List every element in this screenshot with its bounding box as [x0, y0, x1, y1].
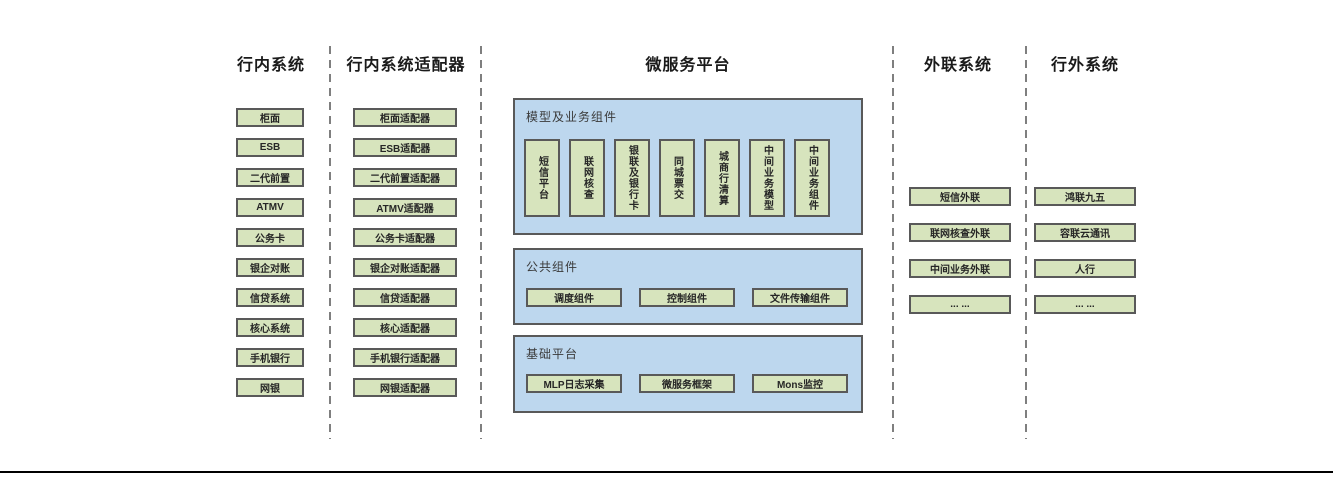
outreach-systems-column: 短信外联 联网核查外联 中间业务外联 ... ...: [909, 187, 1011, 314]
component-box: Mons监控: [752, 374, 848, 393]
vertical-components-row: 短信平台 联网核查 银联及银行卡 同城票交 城商行清算 中间业务模型 中间业务组…: [524, 139, 830, 217]
adapter-box: 信贷适配器: [353, 288, 457, 307]
adapter-box: ATMV适配器: [353, 198, 457, 217]
component-box: 微服务框架: [639, 374, 735, 393]
component-box: 控制组件: [639, 288, 735, 307]
column-title-microservice-platform: 微服务平台: [645, 57, 731, 74]
component-box: 中间业务组件: [794, 139, 830, 217]
internal-systems-column: 柜面 ESB 二代前置 ATMV 公务卡 银企对账 信贷系统 核心系统 手机银行…: [236, 108, 304, 397]
bottom-rule: [0, 471, 1333, 473]
adapter-box: ESB适配器: [353, 138, 457, 157]
adapter-box: 柜面适配器: [353, 108, 457, 127]
column-title-internal-systems: 行内系统: [236, 57, 305, 74]
outreach-system-box: ... ...: [909, 295, 1011, 314]
internal-system-box: 柜面: [236, 108, 304, 127]
component-box: 城商行清算: [704, 139, 740, 217]
internal-system-box: 银企对账: [236, 258, 304, 277]
adapter-box: 手机银行适配器: [353, 348, 457, 367]
adapter-box: 核心适配器: [353, 318, 457, 337]
dashed-divider: [480, 46, 482, 439]
outreach-system-box: 短信外联: [909, 187, 1011, 206]
dashed-divider: [329, 46, 331, 439]
common-components-row: 调度组件 控制组件 文件传输组件: [526, 288, 848, 307]
component-box: MLP日志采集: [526, 374, 622, 393]
dashed-divider: [892, 46, 894, 439]
base-platform-container: 基础平台 MLP日志采集 微服务框架 Mons监控: [513, 335, 863, 413]
container-label: 基础平台: [526, 347, 579, 361]
dashed-divider: [1025, 46, 1027, 439]
external-system-box: 人行: [1034, 259, 1136, 278]
internal-system-box: 二代前置: [236, 168, 304, 187]
component-box: 中间业务模型: [749, 139, 785, 217]
component-box: 联网核查: [569, 139, 605, 217]
container-label: 模型及业务组件: [526, 110, 618, 124]
component-box: 短信平台: [524, 139, 560, 217]
column-title-external-systems: 行外系统: [1050, 57, 1119, 74]
outreach-system-box: 中间业务外联: [909, 259, 1011, 278]
internal-system-box: 核心系统: [236, 318, 304, 337]
internal-system-box: 手机银行: [236, 348, 304, 367]
component-box: 同城票交: [659, 139, 695, 217]
internal-system-box: 信贷系统: [236, 288, 304, 307]
outreach-system-box: 联网核查外联: [909, 223, 1011, 242]
base-platform-row: MLP日志采集 微服务框架 Mons监控: [526, 374, 848, 393]
external-system-box: ... ...: [1034, 295, 1136, 314]
internal-system-box: 网银: [236, 378, 304, 397]
adapter-box: 公务卡适配器: [353, 228, 457, 247]
external-system-box: 容联云通讯: [1034, 223, 1136, 242]
common-components-container: 公共组件 调度组件 控制组件 文件传输组件: [513, 248, 863, 325]
component-box: 调度组件: [526, 288, 622, 307]
adapter-box: 网银适配器: [353, 378, 457, 397]
adapter-box: 银企对账适配器: [353, 258, 457, 277]
internal-system-box: ATMV: [236, 198, 304, 217]
adapter-box: 二代前置适配器: [353, 168, 457, 187]
external-system-box: 鸿联九五: [1034, 187, 1136, 206]
internal-system-box: 公务卡: [236, 228, 304, 247]
component-box: 文件传输组件: [752, 288, 848, 307]
adapter-column: 柜面适配器 ESB适配器 二代前置适配器 ATMV适配器 公务卡适配器 银企对账…: [353, 108, 457, 397]
column-title-outreach-systems: 外联系统: [923, 57, 992, 74]
column-title-internal-adapters: 行内系统适配器: [346, 57, 466, 74]
external-systems-column: 鸿联九五 容联云通讯 人行 ... ...: [1034, 187, 1136, 314]
component-box: 银联及银行卡: [614, 139, 650, 217]
model-business-components-container: 模型及业务组件 短信平台 联网核查 银联及银行卡 同城票交 城商行清算 中间业务…: [513, 98, 863, 235]
container-label: 公共组件: [526, 260, 579, 274]
internal-system-box: ESB: [236, 138, 304, 157]
